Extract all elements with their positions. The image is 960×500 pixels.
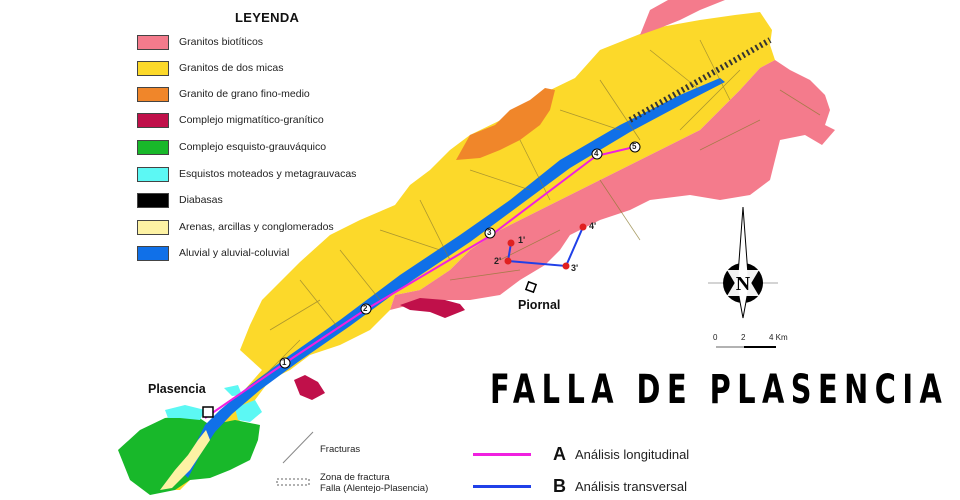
legend-analysis-b: B Análisis transversal — [473, 476, 687, 497]
piornal-marker — [524, 280, 538, 294]
swatch-diabasas — [137, 192, 169, 208]
zona-fractura-line2: Falla (Alentejo-Plasencia) — [320, 483, 429, 494]
zone-arenas — [160, 430, 210, 490]
place-plasencia: Plasencia — [148, 382, 206, 396]
swatch-complejo-migmatitico — [137, 112, 169, 128]
fracture-zone-hatch — [628, 37, 772, 123]
page-title: FALLA DE PLASENCIA — [490, 367, 949, 413]
legend-label: Esquistos moteados y metagrauvacas — [179, 168, 357, 180]
analysis-a-line — [473, 453, 531, 456]
zone-esquistos-moteados — [165, 405, 205, 420]
point-3-label: 3 — [487, 228, 492, 237]
point-1-label: 1 — [282, 358, 287, 367]
plasencia-marker — [202, 406, 214, 418]
legend-label: Granito de grano fino-medio — [179, 88, 310, 100]
point-4-label: 4 — [594, 149, 599, 158]
zone-complejo-migmatitico-2 — [294, 375, 325, 400]
point-4p-label: 4' — [589, 221, 597, 231]
longitudinal-points — [279, 141, 641, 369]
analysis-b-line — [473, 485, 531, 488]
zone-granito-fino-medio — [456, 88, 555, 160]
zone-complejo-migmatitico — [400, 298, 465, 318]
swatch-arenas — [137, 219, 169, 235]
north-arrow-icon: N — [708, 206, 778, 319]
zona-fractura-line1: Zona de fractura — [320, 472, 390, 483]
legend-item: Aluvial y aluvial-coluvial — [137, 244, 289, 262]
legend-label: Complejo esquisto-grauváquico — [179, 141, 327, 153]
swatch-esquistos-moteados — [137, 166, 169, 182]
analysis-a-label: Análisis longitudinal — [575, 447, 690, 462]
zone-granitos-bioticos-east — [390, 60, 835, 310]
legend-item: Arenas, arcillas y conglomerados — [137, 218, 334, 236]
legend-label: Diabasas — [179, 194, 223, 206]
zone-granitos-bioticos-top — [640, 0, 725, 35]
zone-esquistos-moteados-2 — [224, 385, 242, 396]
place-piornal: Piornal — [518, 298, 561, 312]
point-5-label: 5 — [632, 142, 637, 151]
swatch-granitos-bioticos — [137, 34, 169, 50]
analysis-b-label: Análisis transversal — [575, 479, 687, 494]
legend-item: Complejo migmatítico-granítico — [137, 111, 324, 129]
zona-fractura-label: Zona de fractura Falla (Alentejo-Plasenc… — [320, 472, 428, 494]
scale-tick-4: 4 Km — [769, 333, 788, 342]
analysis-b-letter: B — [553, 476, 566, 496]
fracture-lines — [259, 39, 821, 381]
legend-label: Aluvial y aluvial-coluvial — [179, 247, 290, 259]
legend-item: Granitos biotíticos — [137, 33, 263, 51]
fracture-zone-symbol — [276, 478, 310, 486]
point-3p-label: 3' — [571, 263, 579, 273]
legend-analysis-a: A Análisis longitudinal — [473, 444, 689, 465]
swatch-complejo-esquisto — [137, 139, 169, 155]
point-2p-label: 2' — [494, 256, 502, 266]
legend-item: Granitos de dos micas — [137, 59, 283, 77]
point-1p-label: 1' — [518, 235, 526, 245]
legend-title: LEYENDA — [235, 10, 300, 25]
analysis-a-letter: A — [553, 444, 566, 464]
legend-label: Arenas, arcillas y conglomerados — [179, 221, 334, 233]
analysis-b-path — [506, 226, 584, 268]
legend-item: Granito de grano fino-medio — [137, 85, 310, 103]
transversal-points — [504, 223, 587, 270]
fracturas-label: Fracturas — [320, 444, 361, 455]
legend-item: Esquistos moteados y metagrauvacas — [137, 165, 356, 183]
scale-tick-0: 0 — [713, 333, 718, 342]
legend-label: Granitos biotíticos — [179, 36, 264, 48]
north-letter: N — [736, 273, 751, 295]
legend-item: Complejo esquisto-grauváquico — [137, 138, 326, 156]
swatch-aluvial — [137, 245, 169, 261]
swatch-granito-fino-medio — [137, 86, 169, 102]
fracture-symbol — [282, 431, 314, 464]
point-2-label: 2 — [363, 304, 368, 313]
swatch-granitos-dos-micas — [137, 60, 169, 76]
legend-item: Diabasas — [137, 191, 223, 209]
legend-label: Complejo migmatítico-granítico — [179, 114, 324, 126]
legend-label: Granitos de dos micas — [179, 62, 284, 74]
scale-tick-2: 2 — [741, 333, 746, 342]
